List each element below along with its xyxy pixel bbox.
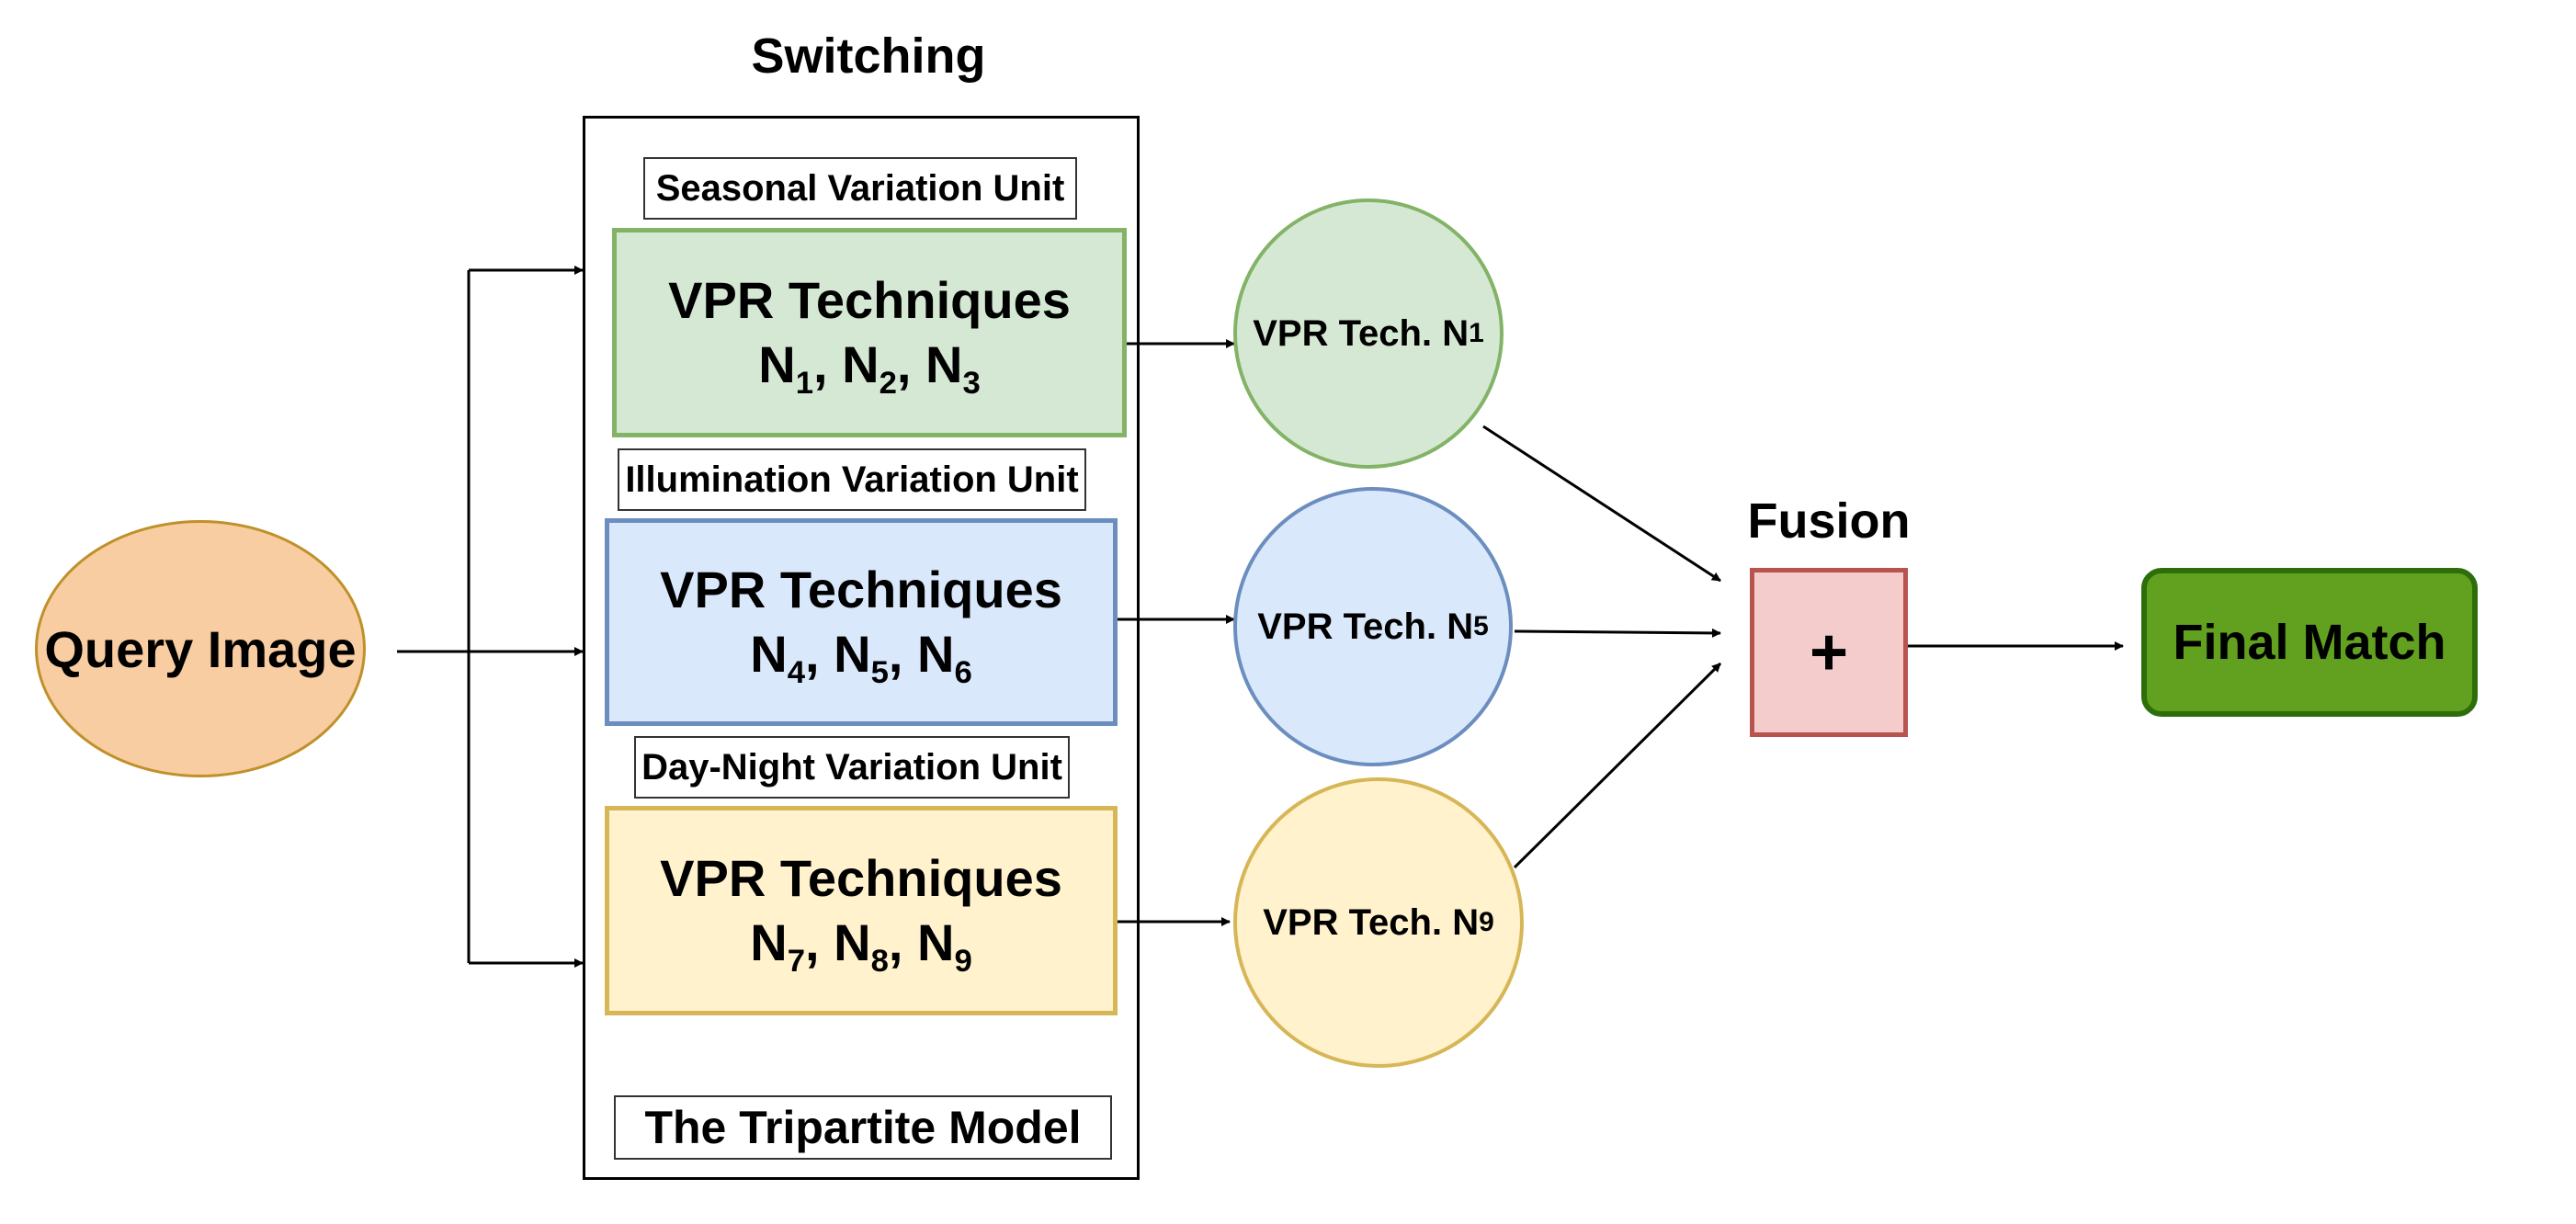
switching-heading: Switching	[751, 28, 986, 84]
fusion-heading: Fusion	[1747, 493, 1911, 549]
circle1-to-fusion-arrow	[1482, 425, 1721, 583]
illumination-vpr-title: VPR Techniques	[660, 561, 1062, 618]
circle3-to-fusion-arrow	[1513, 662, 1722, 869]
seasonal-vpr-box: VPR Techniques N1, N2, N3	[612, 228, 1127, 437]
daynight-vpr-title: VPR Techniques	[660, 849, 1062, 907]
fusion-plus-box: +	[1750, 568, 1908, 737]
final-match-node: Final Match	[2141, 568, 2478, 717]
seasonal-vpr-techs: N1, N2, N3	[758, 335, 981, 402]
daynight-vpr-box: VPR Techniques N7, N8, N9	[605, 806, 1118, 1015]
seasonal-vpr-title: VPR Techniques	[668, 271, 1071, 329]
query-image-node: Query Image	[35, 520, 366, 777]
illumination-vpr-techs: N4, N5, N6	[750, 625, 972, 691]
daynight-unit-label: Day-Night Variation Unit	[634, 736, 1070, 799]
circle2-to-fusion-arrow	[1514, 628, 1721, 638]
seasonal-unit-label: Seasonal Variation Unit	[643, 157, 1077, 220]
illumination-unit-label: Illumination Variation Unit	[618, 448, 1086, 511]
daynight-vpr-techs: N7, N8, N9	[750, 913, 972, 980]
tripartite-model-label: The Tripartite Model	[614, 1095, 1112, 1160]
illumination-vpr-box: VPR Techniques N4, N5, N6	[605, 518, 1118, 726]
tripartite-model-frame	[583, 116, 1140, 1180]
